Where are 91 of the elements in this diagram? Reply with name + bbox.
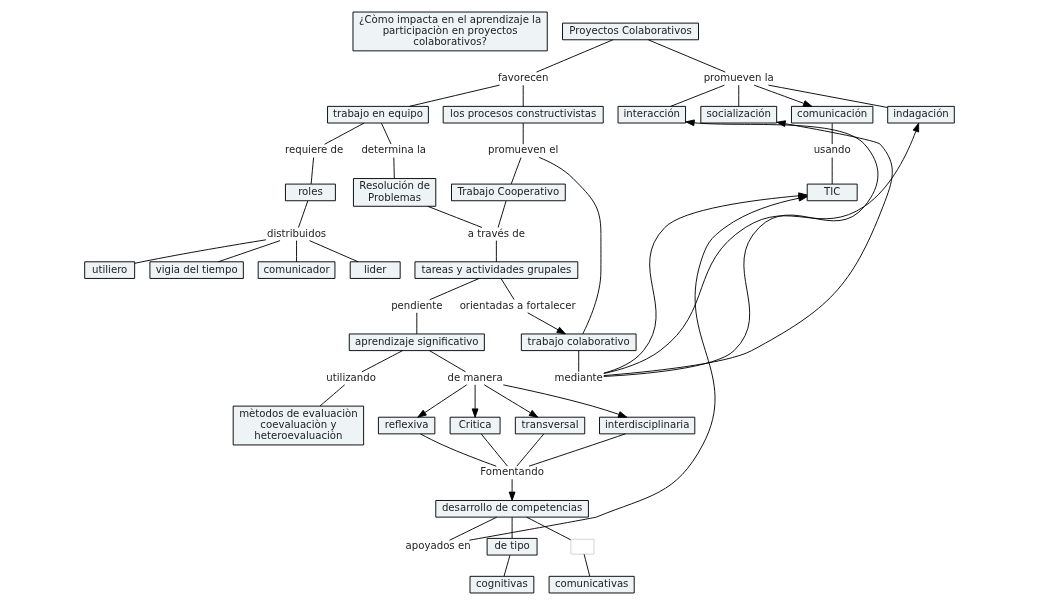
- node-box: tareas y actividades grupales: [414, 261, 579, 279]
- node-box: socialización: [700, 105, 778, 124]
- node-box: vigia del tiempo: [149, 261, 244, 279]
- connector: [522, 84, 524, 107]
- connector: [528, 433, 626, 467]
- connector: [429, 278, 480, 301]
- arrow: [502, 384, 628, 418]
- connector: [497, 200, 507, 228]
- node-box: ¿Còmo impacta en el aprendizaje la participaciòn en proyectos colaborativos?: [352, 11, 548, 52]
- connector: [309, 240, 359, 263]
- node-box: interdisciplinaria: [599, 416, 696, 435]
- node-box: utiliero: [84, 261, 136, 279]
- connector: [495, 240, 497, 263]
- node-text: favorecen: [497, 72, 549, 84]
- node-box: mètodos de evaluaciòn coevaluaciòn y heteroevaluaciòn: [232, 405, 365, 446]
- connector: [831, 122, 833, 145]
- connector: [449, 516, 498, 541]
- connector: [429, 350, 466, 373]
- connector: [296, 240, 297, 263]
- connector: [583, 553, 591, 577]
- connector: [536, 39, 614, 73]
- connector: [526, 516, 572, 541]
- node-text: usando: [813, 144, 851, 156]
- node-text: promueven el: [488, 144, 559, 156]
- node-text: distribuidos: [266, 227, 327, 239]
- node-box: Proyectos Colaborativos: [562, 22, 699, 41]
- connector: [427, 205, 483, 228]
- arrow: [483, 384, 539, 418]
- connector: [310, 157, 315, 185]
- node-text: orientadas a fortalecer: [459, 299, 576, 311]
- arrow: [417, 384, 468, 418]
- connector: [522, 122, 524, 145]
- connector: [511, 516, 513, 539]
- node-box: comunicativas: [548, 575, 635, 594]
- node-box: comunicación: [791, 105, 874, 124]
- connector: [381, 122, 392, 145]
- node-box: desarrollo de competencias: [435, 500, 589, 518]
- node-box: indagación: [887, 105, 955, 124]
- node-box: de tipo: [486, 537, 538, 556]
- connector: [420, 433, 497, 467]
- node-text: mediante: [554, 371, 603, 383]
- node-box: Resolución de Problemas: [352, 178, 437, 207]
- connector: [503, 554, 511, 577]
- connector: [409, 84, 500, 107]
- connector: [393, 157, 395, 179]
- node-text: determina la: [361, 144, 426, 156]
- arrow: [753, 84, 813, 107]
- node-text: apoyados en: [405, 540, 471, 552]
- node-box: comunicador: [257, 261, 336, 279]
- connector: [578, 350, 580, 373]
- connector: [670, 84, 725, 107]
- connector: [361, 350, 404, 373]
- connector: [738, 84, 740, 107]
- node-box: lider: [349, 261, 401, 279]
- connector: [767, 84, 889, 108]
- node-text: pendiente: [391, 299, 443, 311]
- connector: [500, 278, 515, 300]
- node-text: utilizando: [326, 371, 376, 383]
- connector: [324, 122, 365, 145]
- connector: [217, 240, 281, 263]
- node-box: aprendizaje significativo: [348, 333, 485, 352]
- connector: [647, 39, 726, 73]
- node-box: trabajo en equipo: [327, 105, 429, 124]
- connector: [538, 156, 602, 335]
- arrow: [527, 312, 566, 335]
- node-box: cognitivas: [469, 575, 535, 594]
- node-box: transversal: [514, 416, 586, 435]
- node-box: trabajo colaborativo: [520, 333, 637, 352]
- node-text: promueven la: [703, 72, 774, 84]
- connector: [134, 239, 267, 264]
- node-text: Fomentando: [480, 466, 544, 478]
- connector: [831, 157, 833, 185]
- node-box: interacción: [617, 105, 687, 124]
- node-box: reflexiva: [377, 416, 436, 435]
- node-box: Critica: [449, 416, 501, 435]
- node-box: roles: [285, 183, 336, 202]
- node-text: de manera: [447, 371, 503, 383]
- arrow: [508, 478, 516, 501]
- connector: [319, 384, 346, 407]
- connector: [298, 200, 309, 228]
- node-box: [570, 538, 595, 555]
- connector: [510, 157, 522, 185]
- arrow: [471, 384, 479, 418]
- node-box: TIC: [806, 183, 858, 202]
- node-box: los procesos constructivistas: [442, 105, 604, 124]
- connector: [480, 433, 508, 467]
- node-box: Trabajo Cooperativo: [451, 183, 566, 202]
- node-text: requiere de: [284, 144, 344, 156]
- connector: [416, 312, 418, 335]
- node-text: a través de: [467, 227, 526, 239]
- connector: [516, 433, 545, 467]
